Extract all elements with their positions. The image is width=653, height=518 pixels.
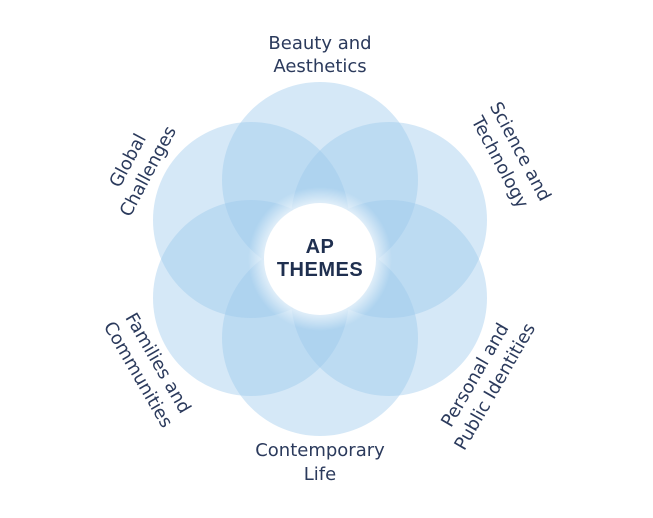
center-disc bbox=[264, 203, 376, 315]
center-title-line1: AP bbox=[306, 236, 335, 258]
center-title-line2: THEMES bbox=[277, 259, 363, 281]
label-beauty-aesthetics: Beauty and Aesthetics bbox=[268, 33, 371, 77]
label-contemporary-life: Contemporary Life bbox=[255, 440, 385, 485]
label-contemporary-life-line2: Life bbox=[304, 464, 336, 485]
label-beauty-aesthetics-line2: Aesthetics bbox=[273, 56, 366, 77]
label-contemporary-life-line1: Contemporary bbox=[255, 440, 385, 461]
label-beauty-aesthetics-line1: Beauty and bbox=[268, 33, 371, 54]
